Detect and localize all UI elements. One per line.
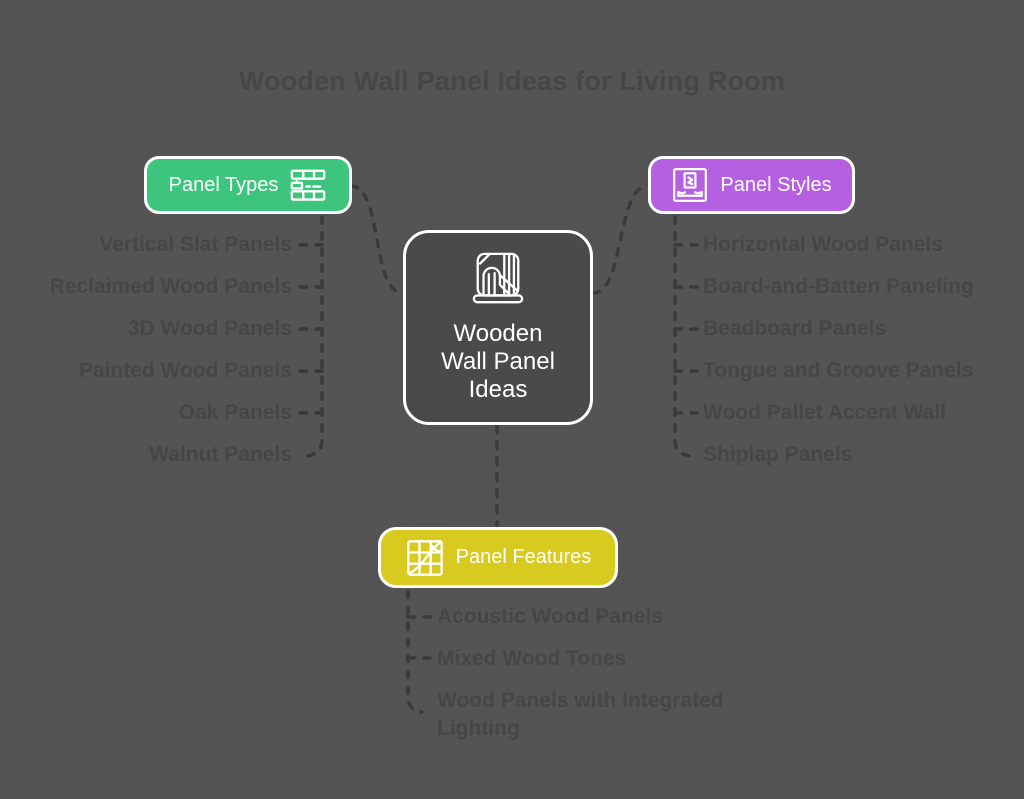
page-title: Wooden Wall Panel Ideas for Living Room <box>238 66 786 96</box>
framed-panel-icon <box>671 166 709 204</box>
branch-label-panel-types: Panel Types <box>168 173 279 196</box>
connector-types-curve <box>349 184 405 295</box>
connector-types-vline <box>306 215 324 458</box>
list-item-panel-styles: Horizontal Wood Panels <box>703 233 943 256</box>
list-item-panel-types: Reclaimed Wood Panels <box>49 275 292 298</box>
list-item-panel-types: Oak Panels <box>178 401 292 424</box>
list-item-panel-styles: Tongue and Groove Panels <box>703 359 974 382</box>
branch-node-panel-types: Panel Types <box>144 156 352 214</box>
list-item-panel-features: Acoustic Wood Panels <box>437 605 663 628</box>
branch-node-panel-features: Panel Features <box>378 527 618 588</box>
list-item-panel-styles: Beadboard Panels <box>703 317 887 340</box>
center-node: Wooden Wall Panel Ideas <box>403 230 593 425</box>
center-node-label: Wooden Wall Panel Ideas <box>441 320 555 403</box>
list-item-panel-types: 3D Wood Panels <box>127 317 292 340</box>
list-item-panel-types: Painted Wood Panels <box>78 359 292 382</box>
branch-label-panel-styles: Panel Styles <box>720 173 832 196</box>
wood-panel-icon <box>467 251 529 312</box>
connector-styles-vline <box>673 215 691 458</box>
list-item-panel-features: Mixed Wood Tones <box>437 647 627 670</box>
connector-features-vline <box>406 589 424 714</box>
branch-node-panel-styles: Panel Styles <box>648 156 855 214</box>
branch-label-panel-features: Panel Features <box>455 546 592 568</box>
list-item-panel-types: Walnut Panels <box>149 443 292 466</box>
list-item-panel-styles: Shiplap Panels <box>703 443 853 466</box>
list-item-panel-types: Vertical Slat Panels <box>99 233 292 256</box>
connector-styles-curve <box>591 184 650 295</box>
list-item-panel-styles: Wood Pallet Accent Wall <box>703 401 947 424</box>
grid-texture-icon <box>405 538 445 578</box>
planks-icon <box>289 166 327 204</box>
list-item-panel-features: Wood Panels with Integrated Lighting <box>437 689 724 740</box>
list-item-panel-styles: Board-and-Batten Paneling <box>703 275 974 298</box>
